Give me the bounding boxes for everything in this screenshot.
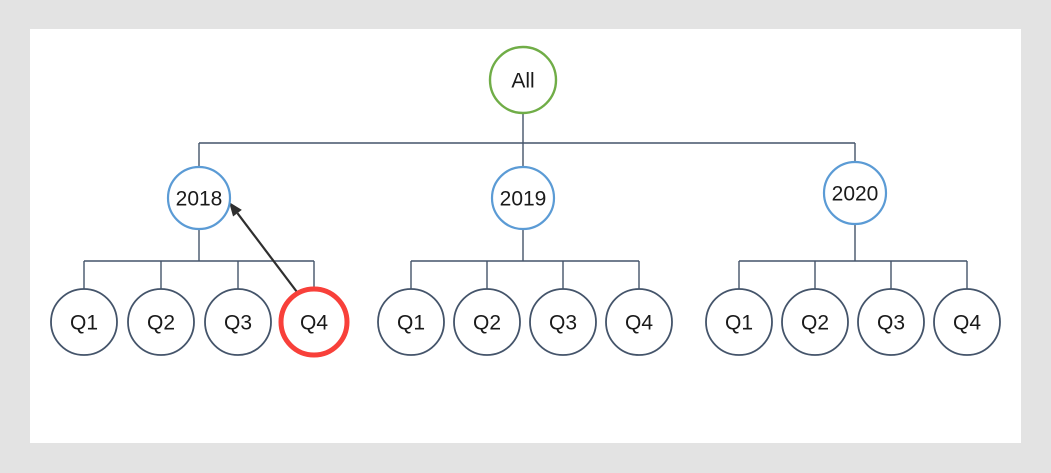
node-year-2018-circle[interactable]	[166, 165, 232, 231]
node-2018-Q3-label: Q3	[224, 312, 252, 335]
node-2018-Q1-circle[interactable]	[50, 288, 118, 356]
node-2018-Q1-label: Q1	[70, 312, 98, 335]
node-year-2019[interactable]: 2019	[490, 165, 556, 231]
node-2020-Q1-label: Q1	[725, 312, 753, 335]
node-year-2019-label: 2019	[500, 188, 547, 211]
node-2019-Q4-label: Q4	[625, 312, 653, 335]
node-2019-Q1[interactable]: Q1	[377, 288, 445, 356]
node-2019-Q3-circle[interactable]	[529, 288, 597, 356]
node-2020-Q2-circle[interactable]	[781, 288, 849, 356]
node-year-2020-label: 2020	[832, 183, 879, 206]
node-2019-Q1-circle[interactable]	[377, 288, 445, 356]
node-all[interactable]: All	[488, 45, 558, 115]
node-2020-Q4-circle[interactable]	[933, 288, 1001, 356]
node-2019-Q1-label: Q1	[397, 312, 425, 335]
node-2018-Q2-label: Q2	[147, 312, 175, 335]
node-2018-Q4-circle[interactable]	[278, 286, 350, 358]
node-year-2018-label: 2018	[176, 188, 223, 211]
callout-arrow-head	[229, 202, 242, 217]
node-2020-Q3[interactable]: Q3	[857, 288, 925, 356]
node-2018-Q3-circle[interactable]	[204, 288, 272, 356]
node-2019-Q2-circle[interactable]	[453, 288, 521, 356]
node-2018-Q3[interactable]: Q3	[204, 288, 272, 356]
node-2020-Q2[interactable]: Q2	[781, 288, 849, 356]
node-2019-Q2-label: Q2	[473, 312, 501, 335]
node-2020-Q3-label: Q3	[877, 312, 905, 335]
connector-edges	[83, 113, 968, 289]
callout-arrow	[229, 202, 301, 297]
node-year-2020-circle[interactable]	[822, 160, 888, 226]
node-year-2019-circle[interactable]	[490, 165, 556, 231]
node-2018-Q4-label: Q4	[300, 312, 328, 335]
node-2018-Q1[interactable]: Q1	[50, 288, 118, 356]
node-2020-Q3-circle[interactable]	[857, 288, 925, 356]
callout-arrow-group	[229, 202, 301, 297]
node-2018-Q2-circle[interactable]	[127, 288, 195, 356]
node-2020-Q1[interactable]: Q1	[705, 288, 773, 356]
node-2019-Q3-label: Q3	[549, 312, 577, 335]
node-2019-Q2[interactable]: Q2	[453, 288, 521, 356]
node-year-2018[interactable]: 2018	[166, 165, 232, 231]
node-2018-Q2[interactable]: Q2	[127, 288, 195, 356]
node-2020-Q1-circle[interactable]	[705, 288, 773, 356]
node-2020-Q4[interactable]: Q4	[933, 288, 1001, 356]
node-2020-Q2-label: Q2	[801, 312, 829, 335]
node-all-label: All	[511, 70, 534, 93]
node-year-2020[interactable]: 2020	[822, 160, 888, 226]
node-2019-Q3[interactable]: Q3	[529, 288, 597, 356]
node-2019-Q4-circle[interactable]	[605, 288, 673, 356]
node-2020-Q4-label: Q4	[953, 312, 981, 335]
node-2019-Q4[interactable]: Q4	[605, 288, 673, 356]
callout-arrow-line	[236, 212, 301, 297]
node-all-circle[interactable]	[488, 45, 558, 115]
node-2018-Q4[interactable]: Q4	[278, 286, 350, 358]
